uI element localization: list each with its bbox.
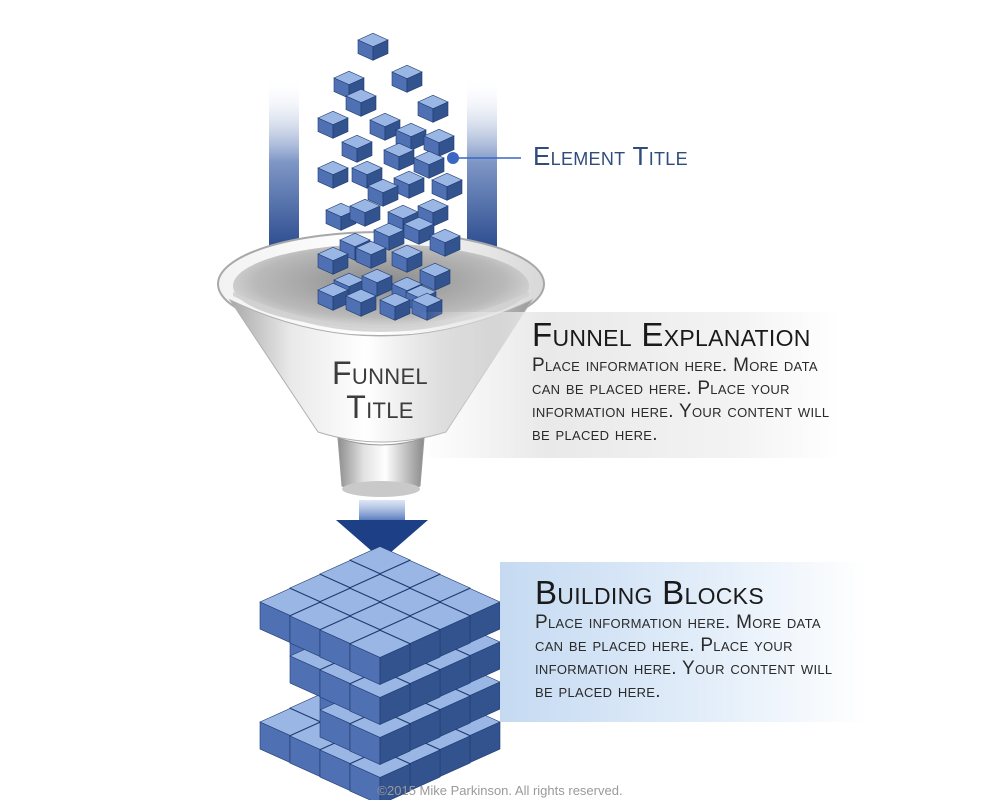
right-down-arrow-icon [454, 78, 510, 292]
cube-icon [341, 134, 373, 163]
building-blocks-title: Building Blocks [535, 574, 764, 611]
cube-icon [345, 88, 377, 117]
element-title-callout [447, 152, 521, 164]
cube-icon [369, 112, 401, 141]
cube-icon [419, 262, 451, 291]
cube-icon [413, 150, 445, 179]
cube-icon [431, 172, 463, 201]
building-blocks-band [500, 562, 868, 722]
cube-icon [423, 128, 455, 157]
funnel-title: Funnel Title [300, 356, 460, 424]
cube-icon [325, 202, 357, 231]
cube-icon [357, 32, 389, 61]
cube-icon [429, 228, 461, 257]
cube-icon [317, 110, 349, 139]
cube-icon [349, 198, 381, 227]
cube-icon [317, 160, 349, 189]
cube-icon [391, 64, 423, 93]
funnel-title-line1: Funnel [332, 355, 428, 391]
center-down-arrow-icon [336, 500, 428, 560]
building-blocks-body: Place information here. More data can be… [535, 612, 833, 702]
falling-cubes [317, 32, 463, 321]
cube-icon [355, 240, 387, 269]
funnel-title-line2: Title [346, 389, 414, 425]
cube-icon [391, 244, 423, 273]
copyright: ©2015 Mike Parkinson. All rights reserve… [377, 783, 623, 798]
cube-icon [383, 142, 415, 171]
cube-icon [393, 170, 425, 199]
cube-icon [361, 268, 393, 297]
cube-icon [333, 70, 365, 99]
explanation-band [420, 312, 840, 458]
cube-icon [379, 292, 411, 321]
cube-icon [317, 282, 349, 311]
cube-icon [345, 288, 377, 317]
funnel-explanation-body: Place information here. More data can be… [532, 355, 830, 445]
cube-icon [417, 94, 449, 123]
cube-icon [367, 178, 399, 207]
cube-icon [349, 630, 411, 685]
cube-icon [317, 246, 349, 275]
cube-stack-icon [259, 546, 501, 800]
funnel-explanation-title: Funnel Explanation [532, 316, 811, 353]
element-title: Element Title [533, 141, 688, 171]
